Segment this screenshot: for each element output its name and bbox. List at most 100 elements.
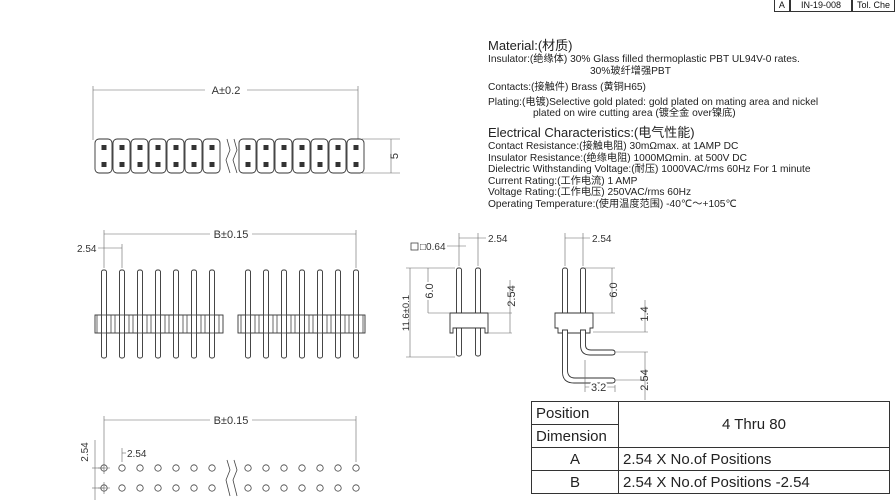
- top-view: A±0.2 5: [92, 85, 401, 174]
- ra-top-label: 6.0: [608, 282, 620, 297]
- pin-square: [209, 145, 215, 150]
- spec-line: Voltage Rating:(工作电压) 250VAC/rms 60Hz: [488, 187, 692, 198]
- pin-square: [155, 162, 161, 167]
- hole: [298, 484, 306, 492]
- pin-housing: [258, 314, 274, 334]
- electrical-spec: Electrical Characteristics:(电气性能) Contac…: [488, 125, 811, 210]
- hole: [352, 464, 360, 472]
- pin: [173, 269, 179, 359]
- pin: [101, 269, 107, 359]
- spec-line: Dielectric Withstanding Voltage:(耐压) 100…: [488, 164, 811, 175]
- pin-square: [209, 162, 215, 167]
- pin-square: [173, 145, 179, 150]
- pin: [281, 269, 287, 359]
- spec-line: Current Rating:(工作电流) 1 AMP: [488, 175, 638, 187]
- hole: [316, 484, 324, 492]
- spec-line: Contact Resistance:(接触电阻) 30mΩmax. at 1A…: [488, 141, 739, 152]
- hole: [172, 484, 180, 492]
- pin-square: [245, 162, 251, 167]
- pin-housing: [204, 314, 220, 334]
- hole: [280, 464, 288, 472]
- top-cell: [346, 138, 365, 174]
- pin-square: [317, 162, 323, 167]
- pin-housing: [186, 314, 202, 334]
- ra-pitch-label: 2.54: [592, 234, 612, 245]
- pin-housing: [132, 314, 148, 334]
- crosshair: [98, 482, 110, 494]
- pin: [155, 269, 161, 359]
- insulator-cn-line: 30%玻纤增强PBT: [590, 65, 671, 77]
- title-block: A IN-19-008 Tol. Che: [773, 0, 895, 12]
- pin: [137, 269, 143, 359]
- pin-top-label: 6.0: [424, 283, 436, 298]
- pin-square: [299, 162, 305, 167]
- pin: [245, 269, 251, 359]
- row-value: 2.54 X No.of Positions: [618, 447, 890, 471]
- pin-square: [173, 162, 179, 167]
- bottom-dim-b-label: B±0.15: [214, 415, 249, 427]
- pin-square: [119, 162, 125, 167]
- table-row: A 2.54 X No.of Positions: [531, 447, 890, 471]
- dim-b-label: B±0.15: [214, 229, 249, 241]
- pin-housing: [168, 314, 184, 334]
- row-value: 2.54 X No.of Positions -2.54: [618, 470, 890, 494]
- bottom-view: B±0.15 2.54 2.54: [80, 415, 360, 500]
- hole: [154, 464, 162, 472]
- pin-square: [191, 162, 197, 167]
- contacts-line: Contacts:(接触件) Brass (黄铜H65): [488, 82, 646, 93]
- material-spec: Material:(材质) Insulator:(绝缘体) 30% Glass …: [488, 38, 818, 120]
- hole: [280, 484, 288, 492]
- top-cell: [292, 138, 311, 174]
- plating-line-2: plated on wire cutting area (镀全金 over镍底): [533, 108, 736, 119]
- pitch-label: 2.54: [77, 244, 97, 255]
- pin-square: [335, 145, 341, 150]
- rev-cell: A: [773, 0, 790, 12]
- front-view: B±0.15 2.54: [77, 229, 366, 359]
- pin-housing: [96, 314, 112, 334]
- pin: [335, 269, 341, 359]
- range-cell: 4 Thru 80: [618, 401, 890, 448]
- pin-square: [353, 145, 359, 150]
- hole: [262, 484, 270, 492]
- break-mark: [225, 138, 238, 174]
- pin: [317, 269, 323, 359]
- top-cell: [148, 138, 167, 174]
- top-cell: [184, 138, 203, 174]
- pin-square: [119, 145, 125, 150]
- pin-square: [101, 162, 107, 167]
- dim-5-label: 5: [389, 153, 401, 159]
- dimension-header: Dimension: [531, 424, 619, 448]
- top-cell: [166, 138, 185, 174]
- hole: [316, 464, 324, 472]
- bottom-pitch-v-label: 2.54: [80, 442, 91, 462]
- top-cell: [130, 138, 149, 174]
- pin: [353, 269, 359, 359]
- pin-housing: [276, 314, 292, 334]
- crosshair: [98, 462, 110, 474]
- pin-housing: [114, 314, 130, 334]
- pin-square: [317, 145, 323, 150]
- tolerance-cell: Tol. Che: [851, 0, 895, 12]
- pitch-label-side: 2.54: [488, 234, 508, 245]
- hole: [244, 464, 252, 472]
- break-mark: [225, 459, 238, 497]
- top-cell: [274, 138, 293, 174]
- side-view: 2.54 □0.64 11.6±0.1 6.0 2.54: [401, 233, 518, 358]
- table-row: B 2.54 X No.of Positions -2.54: [531, 470, 890, 494]
- pin-square: [263, 162, 269, 167]
- hole: [334, 484, 342, 492]
- pin-square: [281, 145, 287, 150]
- pin-square: [335, 162, 341, 167]
- hole: [208, 484, 216, 492]
- pin-square: [281, 162, 287, 167]
- pin-square: [191, 145, 197, 150]
- spec-line: Operating Temperature:(使用温度范围) -40℃～+105…: [488, 198, 737, 210]
- dimension-table: Position 4 Thru 80 Dimension A 2.54 X No…: [531, 401, 890, 494]
- pin-square: [263, 145, 269, 150]
- total-height-label: 11.6±0.1: [401, 295, 412, 331]
- ra-3-2-label: 3.2: [591, 382, 606, 394]
- top-cell: [238, 138, 257, 174]
- hole: [118, 484, 126, 492]
- hole: [172, 464, 180, 472]
